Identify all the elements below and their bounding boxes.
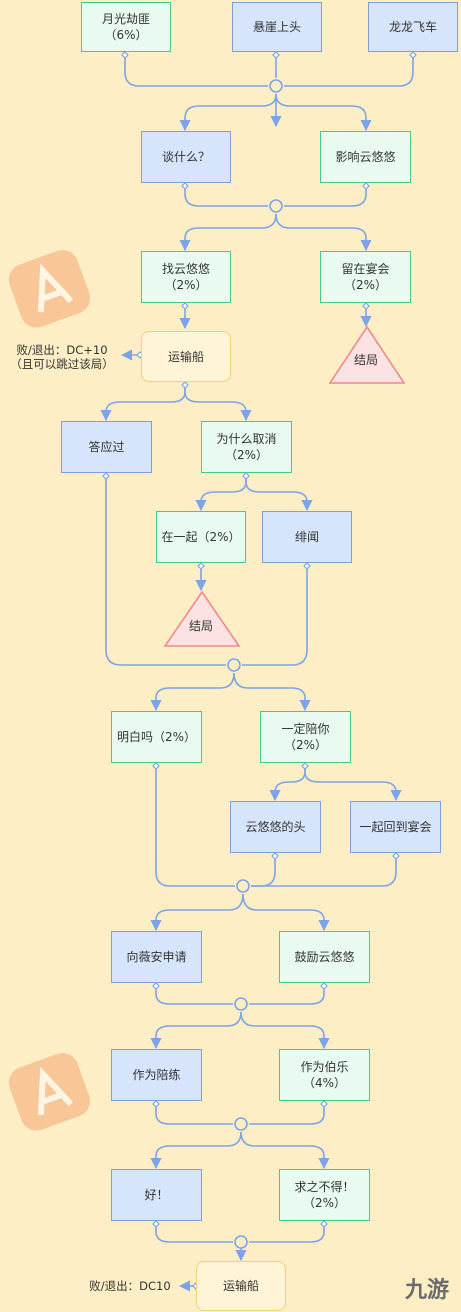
ending-label: 结局 bbox=[353, 353, 378, 367]
option-percent: （4%） bbox=[302, 1076, 347, 1090]
option-label: 求之不得！ bbox=[294, 1180, 355, 1194]
ending-triangle-2 bbox=[163, 590, 241, 647]
option-apply-vian[interactable]: 向薇安申请 bbox=[111, 931, 202, 983]
option-percent: （2%） bbox=[302, 1196, 347, 1210]
option-label: 好！ bbox=[144, 1188, 169, 1202]
option-back-banquet[interactable]: 一起回到宴会 bbox=[350, 801, 441, 853]
option-mentor[interactable]: 作为伯乐 （4%） bbox=[279, 1049, 370, 1101]
option-label: 留在宴会 bbox=[341, 262, 390, 276]
watermark-logo-icon bbox=[8, 249, 91, 328]
option-gladly[interactable]: 求之不得！ （2%） bbox=[279, 1169, 370, 1221]
option-label: 为什么取消 bbox=[216, 432, 277, 446]
option-label: 在一起（2%） bbox=[161, 530, 241, 544]
option-find-yun[interactable]: 找云悠悠 （2%） bbox=[141, 251, 231, 303]
minigame-transport-ship[interactable]: 运输船 bbox=[141, 331, 231, 382]
option-label: 影响云悠悠 bbox=[335, 150, 396, 164]
ending-label: 结局 bbox=[188, 619, 213, 633]
minigame-transport-ship-final[interactable]: 运输船 bbox=[196, 1261, 286, 1311]
option-label: 找云悠悠 bbox=[161, 262, 210, 276]
option-label: 作为伯乐 bbox=[300, 1060, 349, 1074]
option-label: 运输船 bbox=[167, 349, 204, 364]
option-label: 明白吗（2%） bbox=[116, 730, 197, 744]
option-why-cancel[interactable]: 为什么取消 （2%） bbox=[201, 421, 292, 473]
option-promised[interactable]: 答应过 bbox=[61, 421, 152, 473]
option-label: 月光劫匪 bbox=[101, 12, 150, 26]
option-cliff-rush[interactable]: 悬崖上头 bbox=[232, 2, 322, 52]
option-understand[interactable]: 明白吗（2%） bbox=[111, 711, 202, 763]
watermark-logo-icon bbox=[8, 1052, 91, 1131]
ending-triangle-1 bbox=[328, 325, 406, 384]
option-percent: （2%） bbox=[224, 448, 269, 462]
option-percent: （2%） bbox=[283, 738, 328, 752]
option-percent: （6%） bbox=[104, 28, 148, 42]
option-stay-banquet[interactable]: 留在宴会 （2%） bbox=[320, 251, 411, 303]
option-label: 龙龙飞车 bbox=[388, 20, 437, 34]
option-label: 云悠悠的头 bbox=[245, 820, 306, 834]
option-accompany[interactable]: 一定陪你 （2%） bbox=[260, 711, 351, 763]
fail-note-2: 败/退出：DC10 bbox=[89, 1279, 171, 1293]
option-moonlight-bandit[interactable]: 月光劫匪 （6%） bbox=[81, 2, 171, 52]
option-label: 悬崖上头 bbox=[252, 20, 301, 34]
option-yun-head[interactable]: 云悠悠的头 bbox=[230, 801, 321, 853]
brand-logo: 九游 bbox=[404, 1278, 449, 1303]
option-label: 答应过 bbox=[88, 440, 125, 454]
option-label: 谈什么？ bbox=[161, 150, 210, 164]
option-label: 向薇安申请 bbox=[126, 950, 187, 964]
option-label: 一定陪你 bbox=[281, 722, 330, 736]
option-percent: （2%） bbox=[343, 278, 388, 292]
option-label: 鼓励云悠悠 bbox=[294, 950, 355, 964]
option-sparring[interactable]: 作为陪练 bbox=[111, 1049, 202, 1101]
option-together[interactable]: 在一起（2%） bbox=[156, 511, 246, 563]
option-percent: （2%） bbox=[164, 278, 208, 292]
option-label: 一起回到宴会 bbox=[359, 820, 432, 834]
option-encourage-yun[interactable]: 鼓励云悠悠 bbox=[279, 931, 370, 983]
fail-note-1: 败/退出：DC+10 （且可以跳过该局） bbox=[10, 343, 114, 371]
option-talk-what[interactable]: 谈什么？ bbox=[141, 131, 231, 183]
option-label: 作为陪练 bbox=[132, 1068, 181, 1082]
option-label: 运输船 bbox=[222, 1279, 259, 1293]
option-ok[interactable]: 好！ bbox=[111, 1169, 202, 1221]
option-influence-yun[interactable]: 影响云悠悠 bbox=[320, 131, 411, 183]
option-label: 绯闻 bbox=[294, 530, 319, 544]
option-dragon-car[interactable]: 龙龙飞车 bbox=[368, 2, 458, 52]
option-rumor[interactable]: 绯闻 bbox=[262, 511, 352, 563]
